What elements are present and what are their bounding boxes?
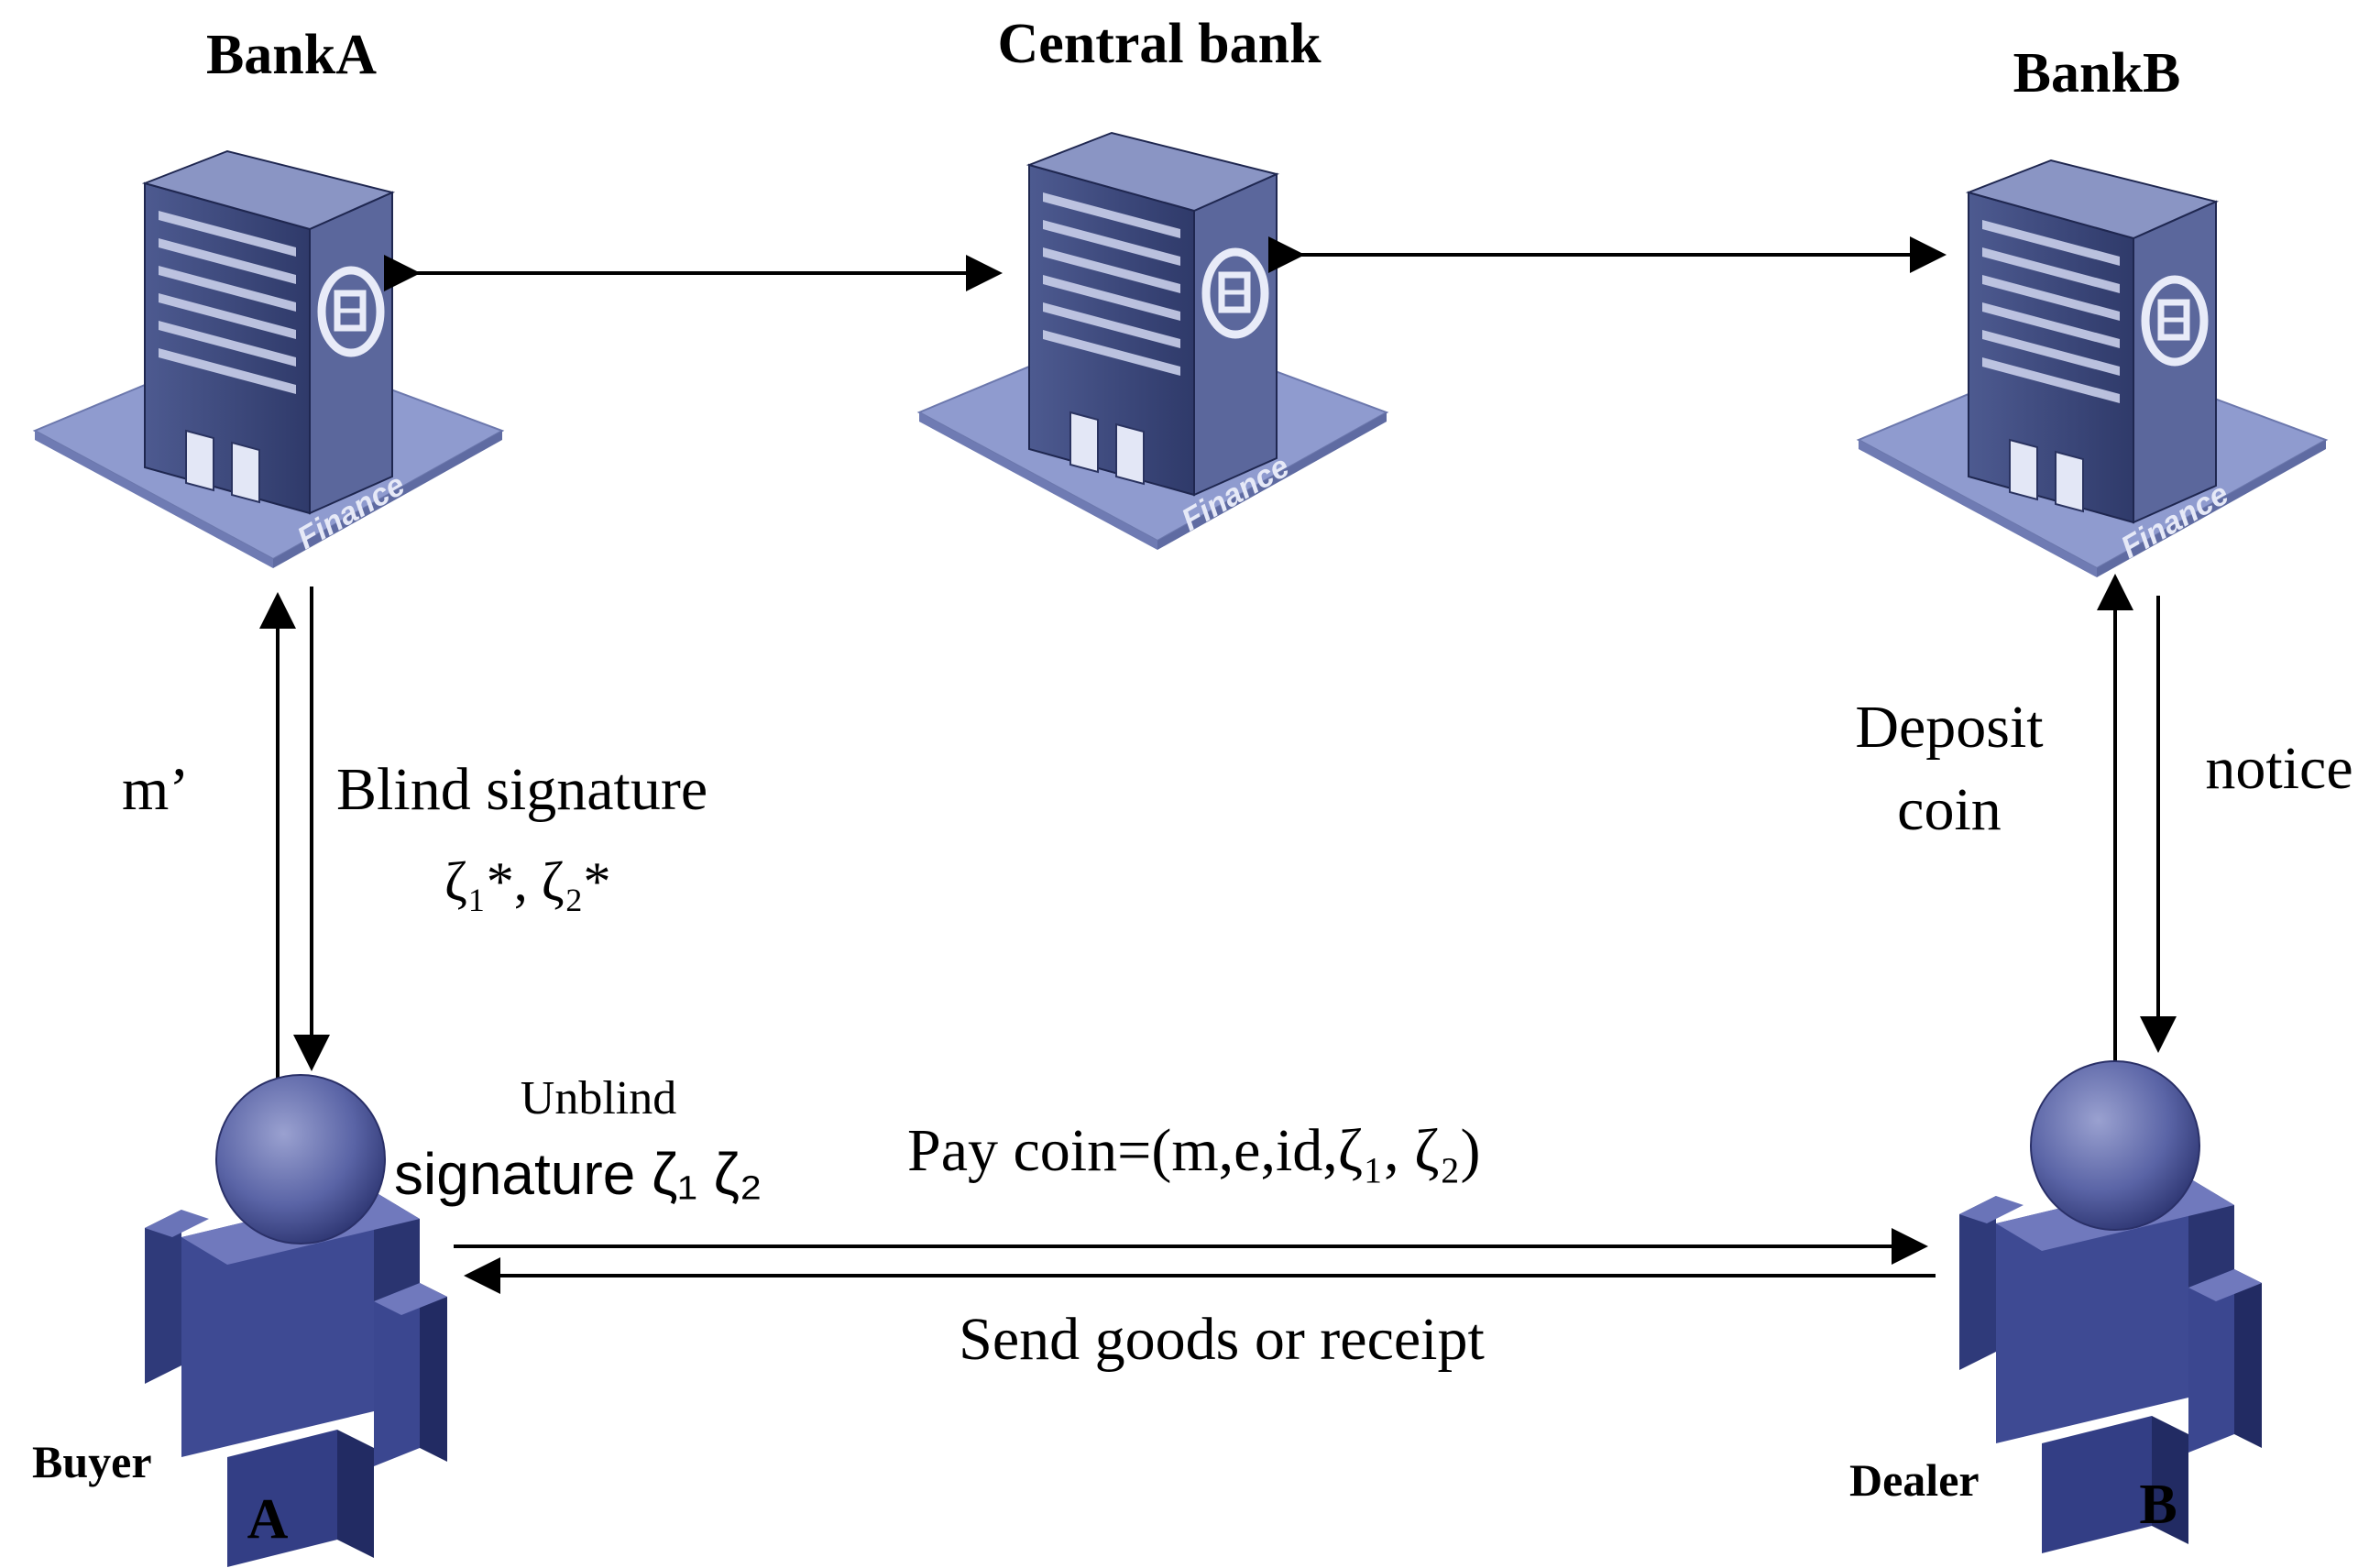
buyer-role-label: Buyer [32,1436,152,1487]
dealer-role-label: Dealer [1849,1454,1980,1506]
dealer-letter: B [2139,1474,2177,1536]
blind-signature-values: ζ₁*, ζ₂* [444,851,611,912]
deposit-label: Deposit [1855,694,2043,761]
bank-a: BankA Finance [35,24,502,568]
dealer-person-icon [1958,1060,2263,1554]
pay-coin-label: Pay coin=(m,e,id,ζ₁, ζ₂) [907,1117,1480,1184]
central-bank-title: Central bank [997,13,1322,75]
blind-signature-label: Blind signature [336,756,707,823]
bank-a-title: BankA [206,24,377,86]
central-bank-building-icon: Finance [919,133,1387,550]
bank-b-title: BankB [2013,42,2181,104]
m-prime-label: m’ [122,756,189,823]
bank-a-building-icon: Finance [35,151,502,568]
notice-label: notice [2205,735,2353,802]
deposit-coin-label: coin [1897,776,2002,843]
unblind-signature-label: signature ζ₁ ζ₂ [394,1141,762,1207]
dealer: Dealer B [1849,1060,2263,1554]
buyer: Buyer A [32,1074,448,1568]
buyer-letter: A [247,1488,289,1551]
bank-b-building-icon: Finance [1859,160,2326,577]
send-goods-label: Send goods or receipt [959,1306,1485,1373]
unblind-label: Unblind [521,1072,676,1124]
bank-b: BankB Finance [1859,42,2326,577]
central-bank: Central bank Finance [919,13,1387,550]
